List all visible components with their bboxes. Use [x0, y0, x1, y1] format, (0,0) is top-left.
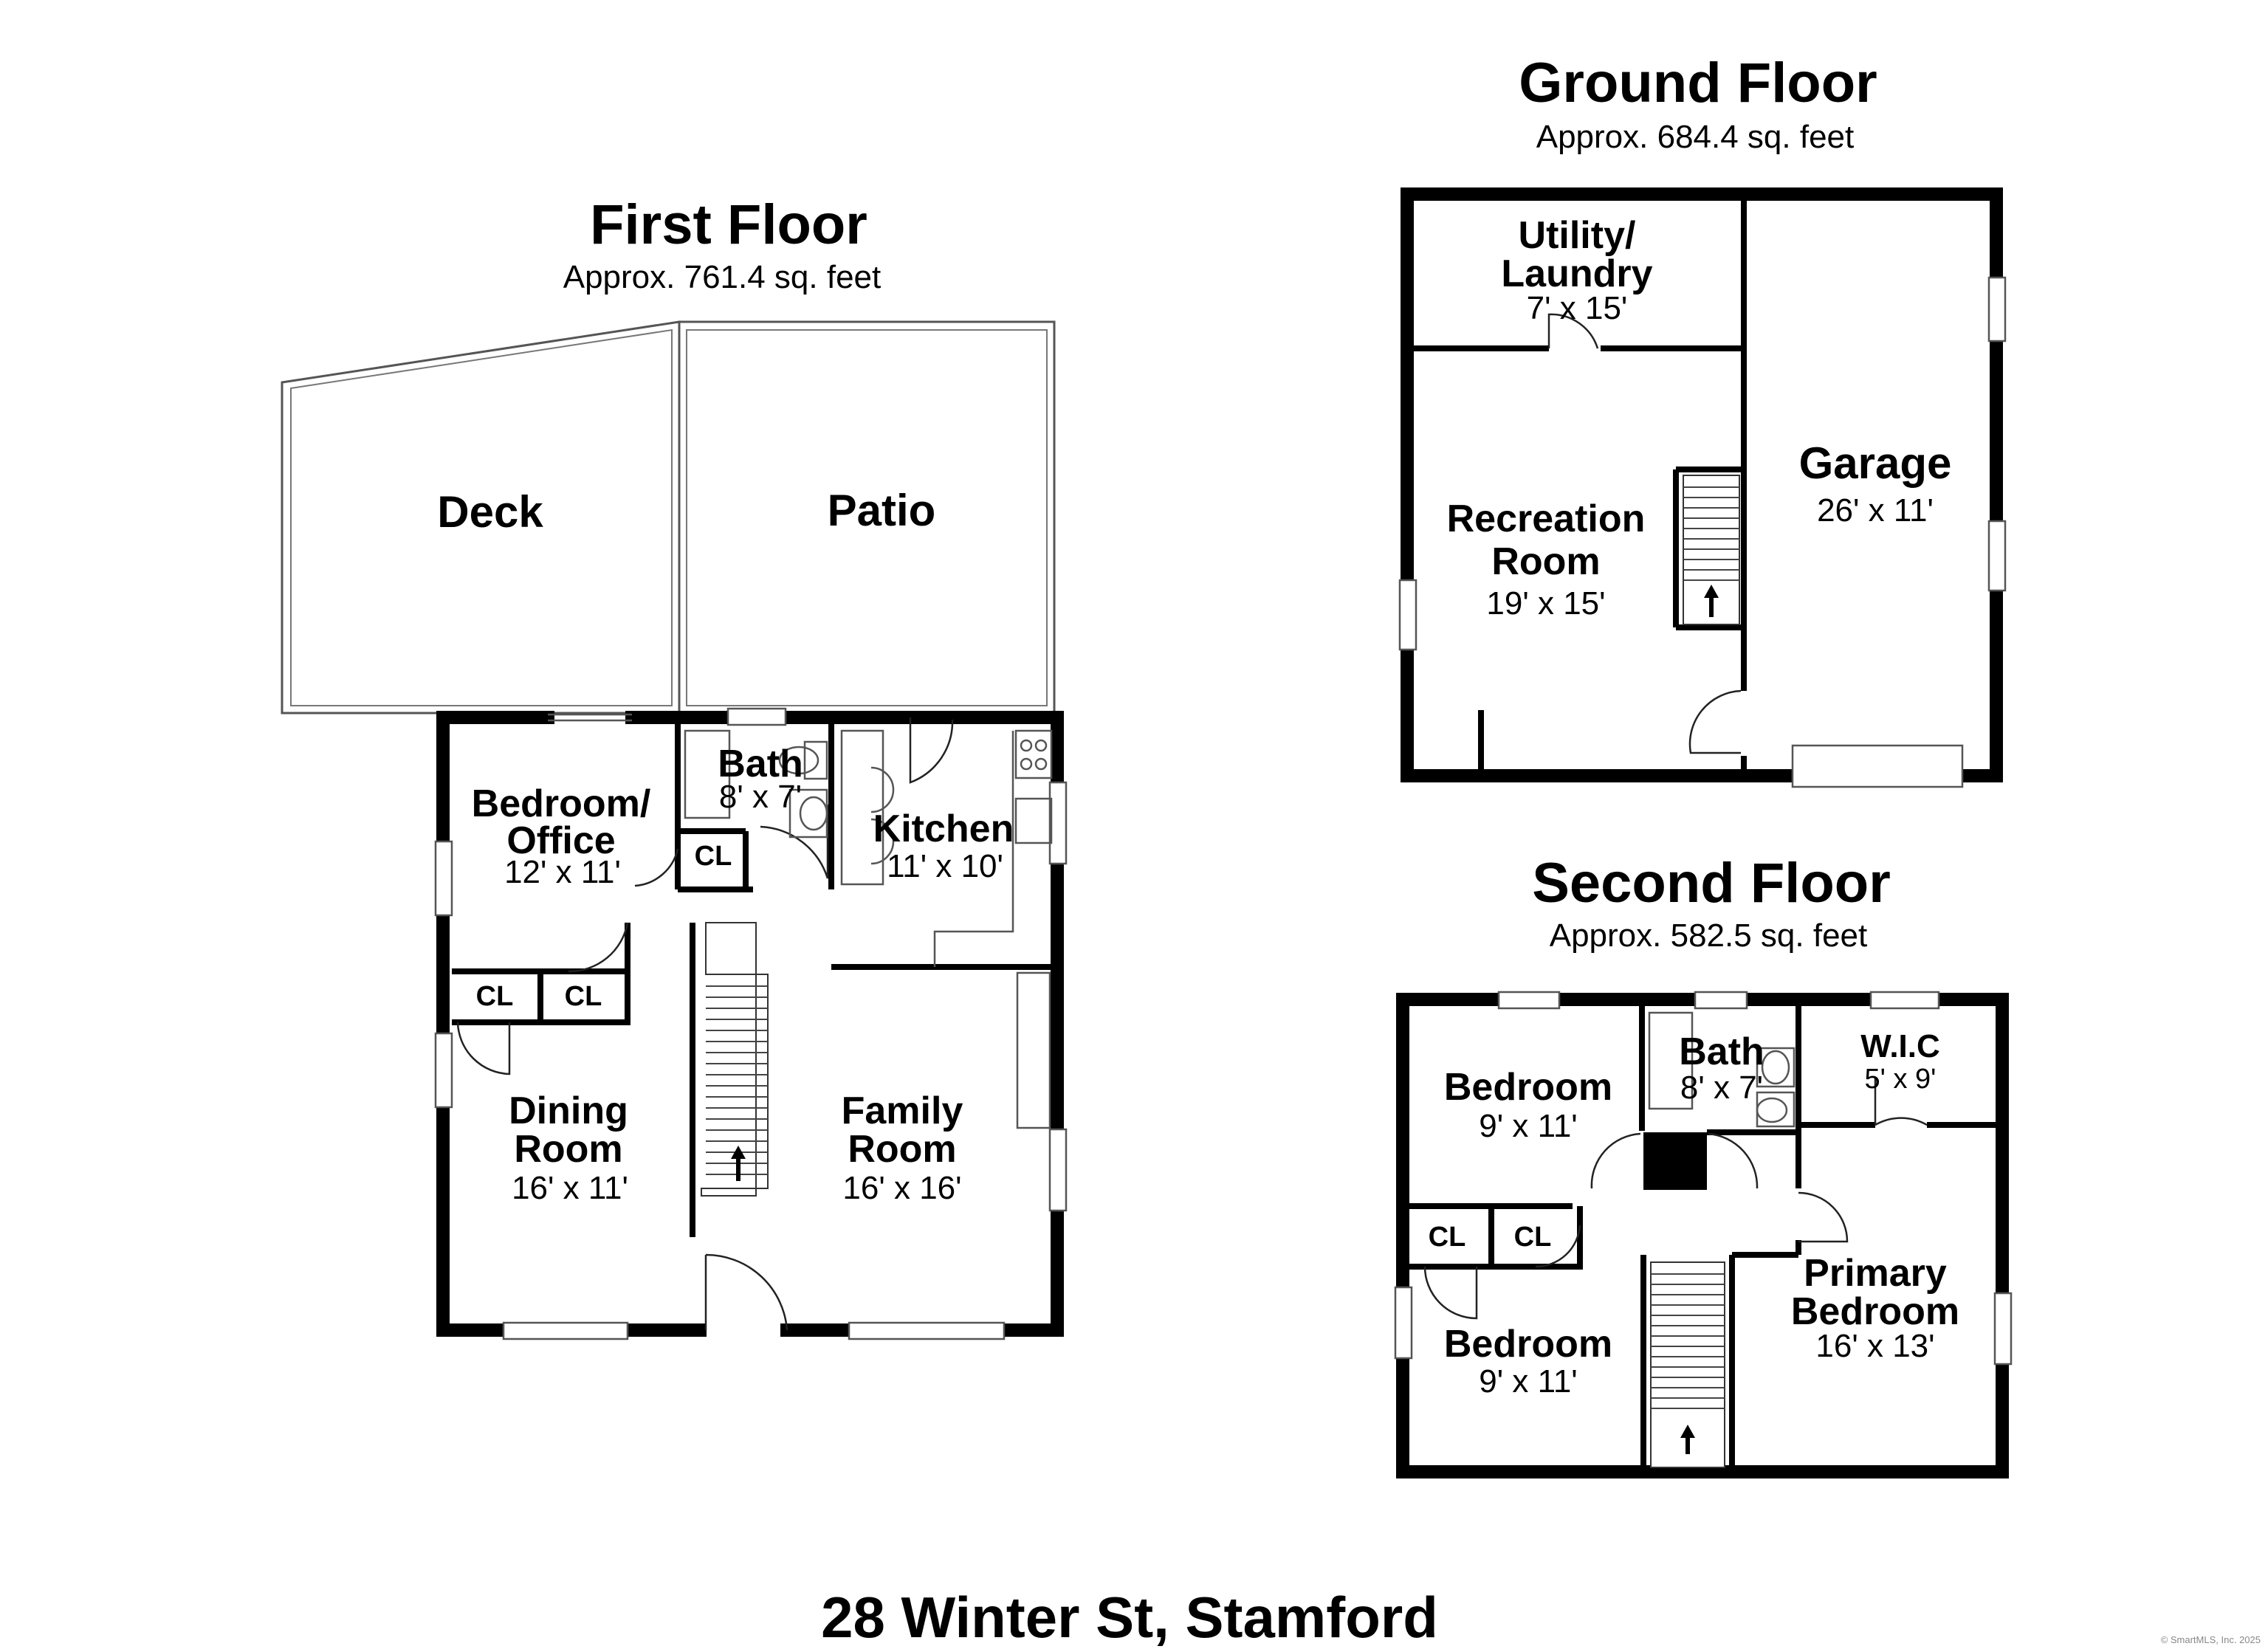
dining-name-1: Dining [509, 1089, 628, 1132]
bedroom-2-dims: 9' x 11' [1479, 1363, 1577, 1400]
deck: Deck [281, 320, 681, 715]
kitchen-dims: 11' x 10' [887, 848, 1003, 884]
utility-name-1: Utility/ [1519, 214, 1636, 257]
first-floor-windows [434, 707, 1068, 1340]
second-bath-name: Bath [1679, 1030, 1764, 1073]
ground-floor: Ground Floor Approx. 684.4 sq. feet [1398, 52, 2007, 788]
family-name-2: Room [848, 1128, 956, 1171]
second-closet-2-label: CL [1514, 1222, 1552, 1253]
second-closet-1-label: CL [1429, 1222, 1466, 1253]
family-name-1: Family [842, 1089, 963, 1132]
first-floor-bath-fixtures [684, 729, 828, 839]
copyright: © SmartMLS, Inc. 2025 [2161, 1634, 2261, 1645]
first-bath-name: Bath [718, 743, 803, 785]
second-floor-doors [1423, 1078, 1928, 1320]
first-bath-closet-label: CL [695, 841, 732, 872]
first-floor-title: First Floor [590, 193, 867, 256]
primary-name-1: Primary [1804, 1252, 1947, 1295]
second-floor: Second Floor Approx. 582.5 sq. feet [1394, 852, 2013, 1478]
second-floor-title: Second Floor [1532, 852, 1891, 915]
first-floor: First Floor Approx. 761.4 sq. feet Deck … [281, 193, 1068, 1340]
ground-floor-windows [1398, 276, 2007, 788]
ground-floor-title: Ground Floor [1519, 52, 1877, 114]
first-floor-kitchen-fixtures [840, 729, 1053, 886]
ground-floor-doors [1547, 313, 1742, 754]
patio-label: Patio [828, 486, 936, 535]
bedroom-office-name-1: Bedroom/ [472, 782, 651, 825]
utility-dims: 7' x 15' [1527, 290, 1628, 326]
utility-name-2: Laundry [1501, 252, 1652, 295]
ground-floor-stairs [1683, 475, 1740, 625]
garage-name: Garage [1799, 438, 1952, 488]
first-closet-2-label: CL [565, 981, 602, 1012]
bedroom-1-name: Bedroom [1444, 1066, 1612, 1109]
deck-label: Deck [437, 487, 543, 537]
second-floor-stairs [1650, 1261, 1725, 1468]
family-dims: 16' x 16' [842, 1170, 961, 1206]
second-floor-bath-fixtures [1648, 1011, 1796, 1128]
ground-floor-area: Approx. 684.4 sq. feet [1536, 119, 1855, 155]
garage-dims: 26' x 11' [1817, 492, 1934, 529]
patio: Patio [678, 320, 1056, 715]
kitchen-name: Kitchen [873, 808, 1014, 850]
bedroom-office-dims: 12' x 11' [504, 854, 621, 890]
second-floor-walls [1396, 993, 2009, 1478]
first-bath-dims: 8' x 7' [719, 779, 802, 815]
recreation-name-2: Room [1491, 540, 1600, 583]
ground-floor-stair-treads [1683, 486, 1739, 581]
first-floor-interior-walls [452, 717, 1057, 1237]
first-floor-area: Approx. 761.4 sq. feet [563, 259, 882, 295]
bedroom-2-name: Bedroom [1444, 1323, 1612, 1366]
primary-name-2: Bedroom [1791, 1290, 1959, 1333]
recreation-dims: 19' x 15' [1486, 585, 1605, 622]
second-floor-stair-treads [1651, 1273, 1725, 1409]
ground-floor-walls [1401, 187, 2003, 782]
bedroom-1-dims: 9' x 11' [1479, 1108, 1577, 1144]
property-address: 28 Winter St, Stamford [821, 1585, 1438, 1649]
first-floor-stairs [701, 922, 769, 1197]
first-closet-1-label: CL [476, 981, 514, 1012]
wic-name: W.I.C [1860, 1028, 1940, 1064]
second-bath-dims: 8' x 7' [1680, 1070, 1763, 1106]
first-floor-doors [456, 717, 954, 1331]
bedroom-office-name-2: Office [506, 819, 615, 862]
primary-dims: 16' x 13' [1815, 1328, 1934, 1364]
second-floor-windows [1394, 991, 2013, 1366]
second-floor-area: Approx. 582.5 sq. feet [1550, 918, 1868, 954]
wic-dims: 5' x 9' [1865, 1064, 1937, 1095]
dining-name-2: Room [514, 1128, 622, 1171]
dining-dims: 16' x 11' [512, 1170, 628, 1206]
recreation-name-1: Recreation [1447, 498, 1646, 540]
